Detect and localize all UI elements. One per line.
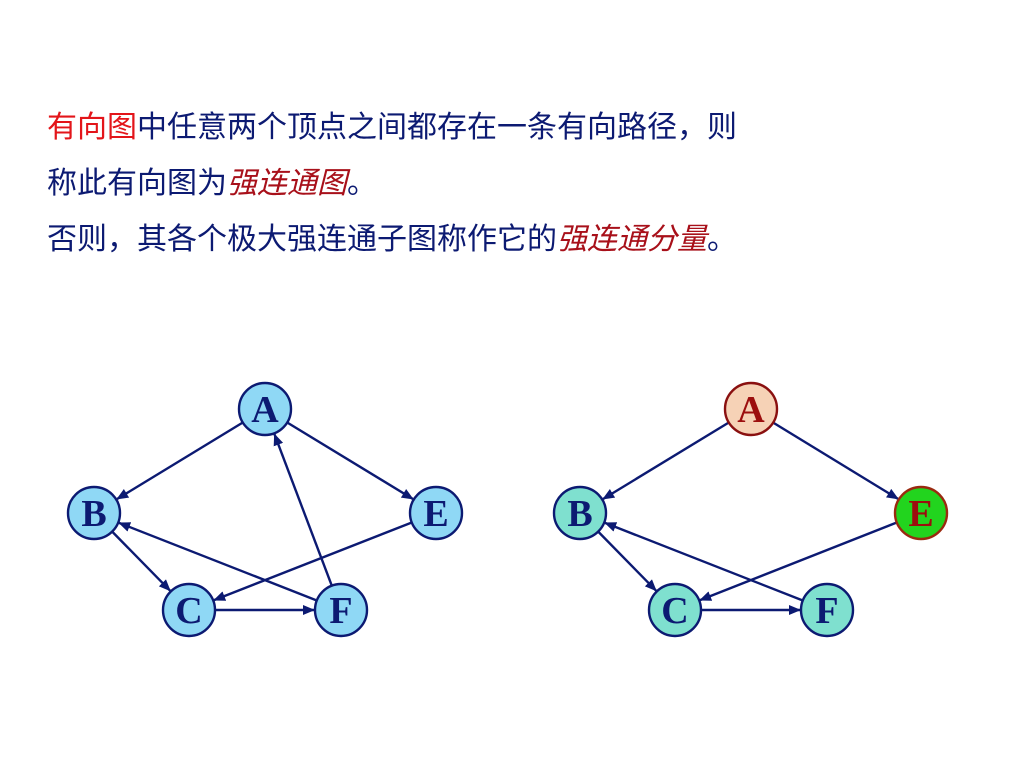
graph-left: A B E C F xyxy=(66,381,464,638)
node-circle xyxy=(893,485,949,541)
node-circle xyxy=(66,485,122,541)
edge-f-to-a xyxy=(273,433,333,587)
term-strongly-connected-component: 强连通分量 xyxy=(557,222,707,257)
node-circle xyxy=(313,582,369,638)
definition-line-3-prefix: 否则，其各个极大强连通子图称作它的 xyxy=(47,222,557,257)
edge-a-to-e xyxy=(286,421,414,501)
node-c: C xyxy=(161,582,217,638)
node-a: A xyxy=(237,381,293,437)
edge-f-to-b xyxy=(604,521,804,602)
term-strongly-connected-graph: 强连通图 xyxy=(227,166,347,201)
definition-text: 有向图中任意两个顶点之间都存在一条有向路径，则 称此有向图为强连通图。 否则，其… xyxy=(47,100,987,268)
definition-line-1-rest: 中任意两个顶点之间都存在一条有向路径，则 xyxy=(137,110,737,145)
edge-e-to-c xyxy=(699,521,898,602)
edge-f-to-b xyxy=(118,521,318,602)
node-a: A xyxy=(723,381,779,437)
edge-b-to-c xyxy=(597,530,657,592)
node-label: E xyxy=(423,493,448,535)
definition-line-3-suffix: 。 xyxy=(707,222,737,257)
node-label: F xyxy=(815,590,838,632)
edge-a-to-b xyxy=(602,421,730,501)
node-label: C xyxy=(661,590,688,632)
node-label: B xyxy=(567,493,592,535)
edge-a-to-b xyxy=(116,421,244,501)
node-circle xyxy=(723,381,779,437)
node-f: F xyxy=(313,582,369,638)
edge-b-to-c xyxy=(111,530,171,592)
node-label: C xyxy=(175,590,202,632)
term-directed-graph: 有向图 xyxy=(47,110,137,145)
node-e: E xyxy=(408,485,464,541)
node-circle xyxy=(408,485,464,541)
node-e: E xyxy=(893,485,949,541)
definition-line-2-suffix: 。 xyxy=(347,166,377,201)
definition-line-2-prefix: 称此有向图为 xyxy=(47,166,227,201)
definition-line-1: 有向图中任意两个顶点之间都存在一条有向路径，则 xyxy=(47,100,987,156)
node-circle xyxy=(799,582,855,638)
node-c: C xyxy=(647,582,703,638)
edge-a-to-e xyxy=(772,421,899,500)
graph-right: A B E C F xyxy=(552,381,949,638)
node-circle xyxy=(161,582,217,638)
node-circle xyxy=(237,381,293,437)
node-label: A xyxy=(737,389,765,431)
node-label: B xyxy=(81,493,106,535)
edge-e-to-c xyxy=(213,521,413,602)
node-circle xyxy=(647,582,703,638)
definition-line-2: 称此有向图为强连通图。 xyxy=(47,156,987,212)
node-label: F xyxy=(329,590,352,632)
node-f: F xyxy=(799,582,855,638)
node-circle xyxy=(552,485,608,541)
node-b: B xyxy=(66,485,122,541)
node-b: B xyxy=(552,485,608,541)
node-label: A xyxy=(251,389,279,431)
definition-line-3: 否则，其各个极大强连通子图称作它的强连通分量。 xyxy=(47,212,987,268)
node-label: E xyxy=(908,493,933,535)
